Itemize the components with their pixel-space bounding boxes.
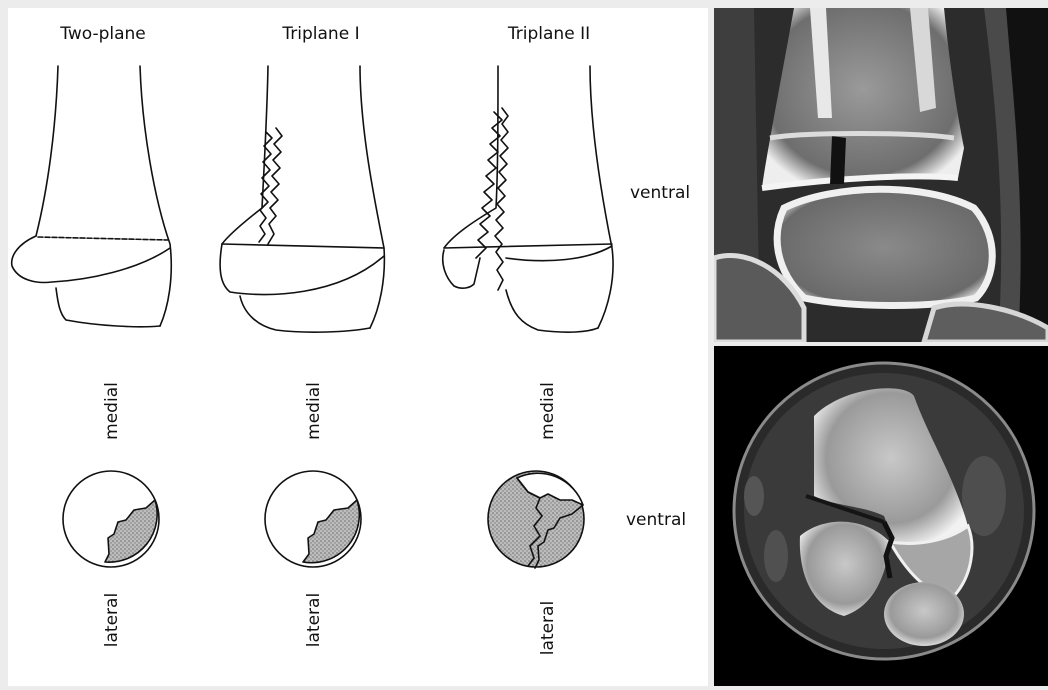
triplane-i-bone: [220, 66, 384, 332]
column-title-two-plane: Two-plane: [60, 24, 146, 44]
label-medial-triplane-i: medial: [304, 382, 324, 440]
label-lateral-triplane-i: lateral: [304, 593, 324, 647]
column-title-triplane-ii: Triplane II: [508, 24, 590, 44]
ct-axial-image: [714, 346, 1048, 686]
label-medial-triplane-ii: medial: [538, 382, 558, 440]
triplane-ii-bone: [443, 66, 613, 332]
ct-axial-drawing: [714, 346, 1048, 686]
label-ventral-upper: ventral: [630, 183, 690, 203]
label-medial-two-plane: medial: [102, 382, 122, 440]
label-ventral-lower: ventral: [626, 510, 686, 530]
two-plane-cross-section: [63, 471, 159, 567]
ct-coronal-image: [714, 8, 1048, 342]
two-plane-bone: [12, 66, 172, 327]
label-lateral-triplane-ii: lateral: [538, 601, 558, 655]
triplane-i-cross-section: [265, 471, 361, 567]
triplane-ii-cross-section: [488, 471, 584, 568]
ct-coronal-drawing: [714, 8, 1048, 342]
schematic-panel: Two-plane Triplane I Triplane II medial …: [8, 8, 708, 686]
label-lateral-two-plane: lateral: [102, 593, 122, 647]
fracture-schematics: [8, 8, 708, 686]
column-title-triplane-i: Triplane I: [282, 24, 359, 44]
